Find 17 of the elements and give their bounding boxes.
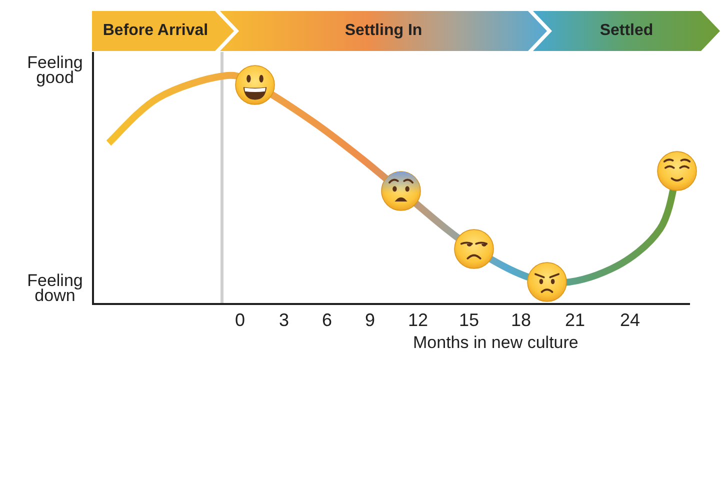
tick-label: 21 [564, 310, 586, 330]
tick-label: 6 [322, 310, 332, 330]
tick-label: 24 [620, 310, 640, 330]
tick-label: 12 [408, 310, 428, 330]
tick-label: 0 [235, 310, 245, 330]
phase-label: Settled [600, 22, 654, 40]
phase-label: Before Arrival [102, 22, 208, 40]
tick-label: 3 [279, 310, 289, 330]
axis-end-label: Feeling good [26, 55, 84, 85]
tick-label: 9 [365, 310, 375, 330]
phase-banner [92, 11, 234, 51]
tick-label: 15 [458, 310, 480, 330]
axis-title: Months in new culture [413, 333, 578, 353]
axis-end-label: Feeling down [26, 273, 84, 303]
tick-label: 18 [510, 310, 532, 330]
phase-label: Settling In [344, 22, 422, 40]
phase-banner [533, 11, 720, 51]
